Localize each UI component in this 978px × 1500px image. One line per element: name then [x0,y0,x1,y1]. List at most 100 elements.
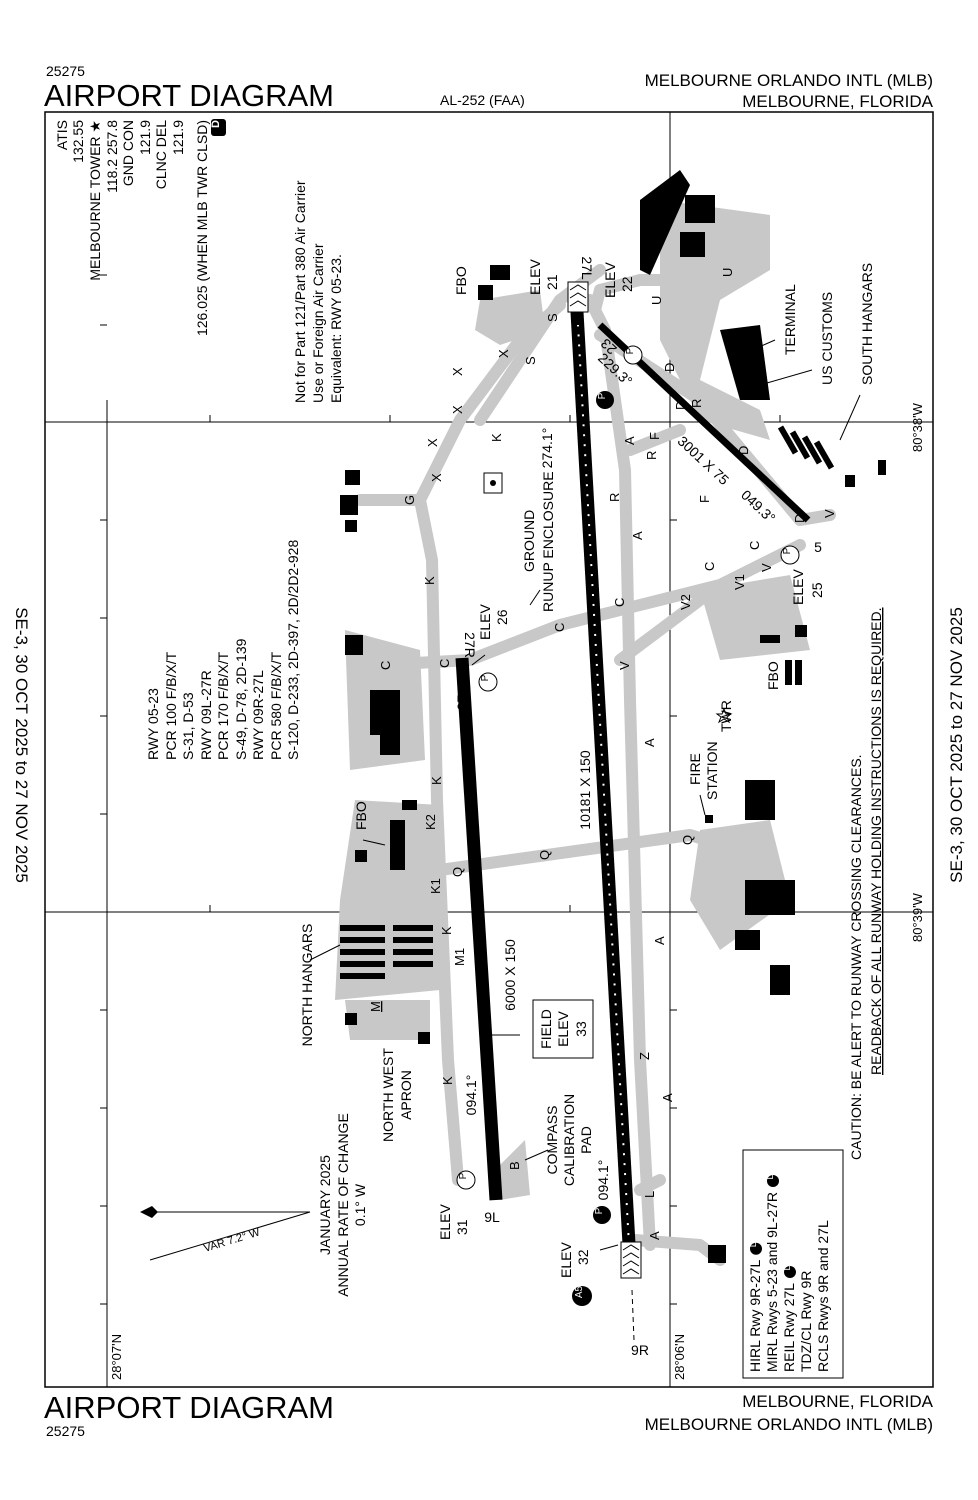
lighting-badge-icon [784,1266,796,1279]
runway-info-block: RWY 05-23 PCR 100 F/B/X/T S-31, D-53 RWY… [145,540,301,760]
label-fbo: FBO [765,661,781,690]
elev-32: 32 [575,1249,591,1265]
freq-clnc-label: CLNC DEL [153,120,169,189]
field-elev-label: FIELD [538,1009,554,1049]
variation-rate: 0.1° W [352,1183,368,1226]
label-ground-runup: GROUND [521,510,537,572]
runway-dims-9r-27l: 10181 X 150 [577,750,593,830]
chart-number: 25275 [46,63,85,79]
legend-line: RCLS Rwys 9R and 27L [815,1220,831,1372]
taxiway-label: Z [637,1052,652,1060]
runway-label-9l: 9L [484,1209,500,1225]
taxiway-label: U [649,296,664,305]
heading-094-main: 094.1° [595,1160,611,1201]
taxiway-label: A [652,936,667,945]
footer-city-state: MELBOURNE, FLORIDA [742,1392,933,1411]
effective-dates-left: SE-3, 30 OCT 2025 to 27 NOV 2025 [12,607,31,883]
parking-icon-label: P [594,1207,605,1214]
city-state: MELBOURNE, FLORIDA [742,92,933,111]
label-us-customs: US CUSTOMS [819,292,835,385]
svg-text:D: D [210,120,222,128]
taxiway-label: X [450,367,465,376]
hot-spot-icon [572,1286,592,1306]
taxiway-u [589,254,746,316]
taxiway-label: A [642,738,657,747]
effective-dates-right: SE-3, 30 OCT 2025 to 27 NOV 2025 [947,607,966,883]
note-line-1: Not for Part 121/Part 380 Air Carrier [292,180,308,403]
rwy-info-line: PCR 170 F/B/X/T [215,651,231,760]
parking-icon [780,545,800,565]
heading-274-main: 274.1° [539,428,555,469]
taxiway-label: F [647,432,662,440]
footer-chart-number: 25275 [46,1423,85,1439]
lighting-badge: L [748,1242,762,1255]
coord-lon-1: 80°38'W [910,402,925,452]
approach-lights-9r [631,1289,635,1341]
heading-274-north: 274.1° [454,670,470,711]
variation-value: VAR 7.2° W [202,1226,262,1255]
footer-airport-name: MELBOURNE ORLANDO INTL (MLB) [645,1415,933,1434]
freq-atis: 132.55 [70,120,86,163]
lighting-badge-icon [767,1174,779,1187]
taxiway-c [374,539,806,671]
freq-atis-label: ATIS [54,120,70,150]
coord-lat-1: 28°07'N [109,1334,124,1380]
elev-label: ELEV [477,604,493,640]
parking-icons: P P P P P P A5 [456,345,800,1306]
label-nw-apron: NORTH WEST [380,1048,396,1142]
label-terminal: TERMINAL [782,284,798,355]
taxiway-label: Q [537,850,552,860]
coord-lon-2: 80°39'W [910,892,925,942]
taxiway-label: M1 [452,948,467,966]
rwy-info-line: RWY 09R-27L [250,670,266,760]
taxiway-label: V [617,661,632,670]
parking-icon-label: P [480,674,491,681]
airport-name: MELBOURNE ORLANDO INTL (MLB) [645,71,933,90]
runway-label-27r: 27R [462,632,478,658]
taxiway-label: K [440,1076,455,1085]
taxiway-label: U [720,268,735,277]
datalink-badge: D [210,119,226,136]
taxiway-label: C [437,659,452,668]
taxiway-label: V [759,563,774,572]
rwy-info-line: RWY 05-23 [145,688,161,760]
rwy-info-line: S-49, D-78, 2D-139 [233,638,249,760]
taxiway-label: V2 [678,594,693,610]
elev-label: ELEV [790,569,806,605]
procedure-id: AL-252 (FAA) [440,92,525,108]
parking-icon-label: P [625,347,636,354]
note-line-2: Use or Foreign Air Carrier [310,243,326,403]
taxiway-r [624,424,686,456]
magnetic-variation: VAR 7.2° W JANUARY 2025 ANNUAL RATE OF C… [140,1113,368,1297]
lighting-badge-text: L [748,1242,758,1247]
beacon-icon-center [490,480,496,486]
elev-31: 31 [454,1219,470,1235]
lighting-badge-text: L [782,1266,792,1271]
taxiway-label: Q [680,835,695,845]
elev-label: ELEV [527,259,543,295]
taxiway-k-x [414,299,566,1186]
caution-line-1: CAUTION: BE ALERT TO RUNWAY CROSSING CLE… [848,754,864,1160]
parking-icon [623,345,643,365]
lighting-badge: L [782,1266,796,1279]
south-hangar-rows [777,425,835,470]
tower-star-icon [715,707,733,724]
taxiway-label: F [697,495,712,503]
parking-icon [478,672,498,692]
grid-ticks [100,274,781,1305]
taxiway-label: V1 [732,574,747,590]
freq-tower-label: MELBOURNE TOWER ★ [87,120,103,281]
taxiway-label: S [523,356,538,365]
taxiway-label: D [792,514,807,523]
taxiway-label: R [689,399,704,408]
taxiway-label: D [673,401,688,410]
taxiway-label: C [552,623,567,632]
taxiway-label: L [642,1191,657,1198]
label-nw-apron: APRON [398,1070,414,1120]
rwy-info-line: S-120, D-233, 2D-397, 2D/2D2-928 [285,540,301,760]
taxiway-label: R [644,451,659,460]
taxiway-label: B [507,1161,522,1170]
rwy-info-line: RWY 09L-27R [198,670,214,760]
compass-pad [500,1140,530,1200]
taxiway-label: K1 [428,878,443,894]
